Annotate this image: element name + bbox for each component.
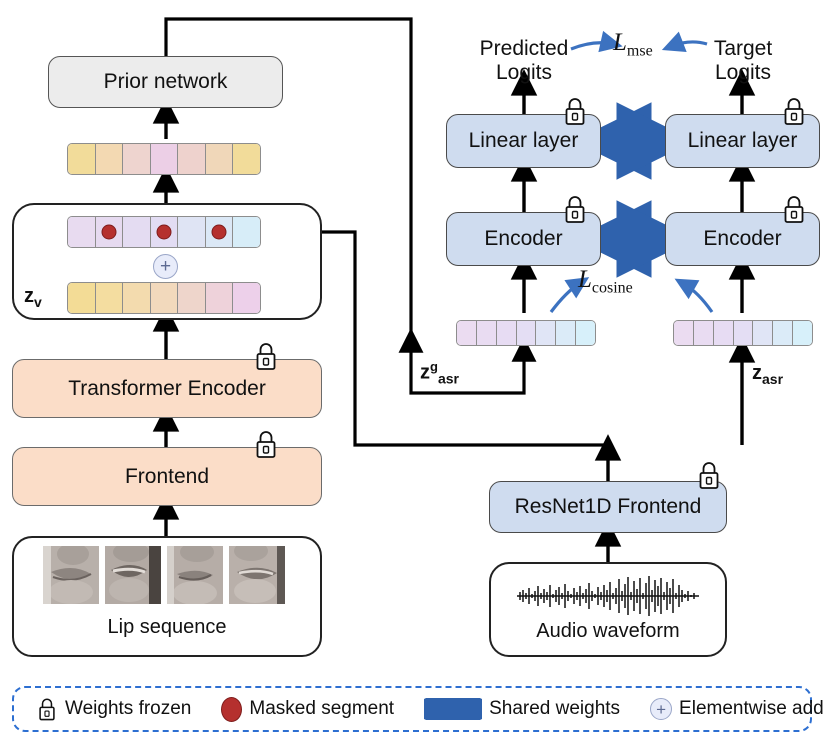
legend-label: Shared weights <box>489 698 621 719</box>
token-cell <box>150 144 179 174</box>
legend-label: Elementwise add <box>679 698 824 719</box>
resnet1d-frontend-label: ResNet1D Frontend <box>514 495 702 519</box>
mse-loss-label: Lmse <box>613 29 653 60</box>
token-cell <box>733 321 754 345</box>
token-cell <box>68 144 96 174</box>
prior-input-token-strip <box>67 143 261 175</box>
masked-dot-icon <box>156 224 172 240</box>
legend-item-masked-segment: Masked segment <box>221 696 395 722</box>
resnet1d-frontend-box[interactable]: ResNet1D Frontend <box>489 481 727 533</box>
double-arrow-icon <box>424 698 483 720</box>
lock-icon <box>256 431 276 458</box>
zasr-g-label: zgasr <box>420 359 459 387</box>
token-cell <box>123 144 151 174</box>
lip-frame <box>105 546 161 604</box>
token-cell <box>496 321 517 345</box>
token-cell-masked <box>95 217 124 247</box>
student-linear-layer-label: Linear layer <box>468 129 579 153</box>
token-cell <box>793 321 812 345</box>
lip-frame <box>229 546 285 604</box>
token-cell <box>233 217 260 247</box>
zasr-label: zasr <box>752 362 784 387</box>
lip-frame <box>167 546 223 604</box>
token-cell <box>516 321 537 345</box>
token-cell <box>178 144 206 174</box>
token-cell <box>576 321 595 345</box>
plus-circle-icon: + <box>650 698 673 720</box>
transformer-encoder-label: Transformer Encoder <box>68 376 266 400</box>
token-cell-masked <box>150 217 179 247</box>
elementwise-add-icon: + <box>153 254 178 279</box>
audio-waveform-icon <box>517 576 699 616</box>
token-cell <box>693 321 714 345</box>
legend-item-elementwise-add: + Elementwise add <box>650 698 824 720</box>
masked-dot-icon <box>101 224 117 240</box>
legend-item-weights-frozen: Weights frozen <box>36 696 191 722</box>
token-cell <box>95 144 124 174</box>
token-cell-masked <box>205 217 234 247</box>
token-cell <box>753 321 774 345</box>
token-cell <box>233 144 260 174</box>
token-cell <box>205 144 234 174</box>
token-cell <box>205 283 234 313</box>
lock-icon <box>565 98 585 125</box>
token-cell <box>178 217 206 247</box>
token-cell <box>123 217 151 247</box>
token-cell <box>457 321 477 345</box>
token-cell <box>233 283 260 313</box>
lock-icon <box>784 196 804 223</box>
student-encoder-box[interactable]: Encoder <box>446 212 601 266</box>
masked-dot-icon <box>211 224 227 240</box>
visual-latent-strip <box>67 282 261 314</box>
predicted-logits-label: Predicted Logits <box>479 36 569 84</box>
lock-icon <box>39 698 55 721</box>
token-cell <box>476 321 497 345</box>
legend-label: Weights frozen <box>65 698 192 719</box>
audio-waveform-card <box>489 562 727 657</box>
lock-icon <box>565 196 585 223</box>
token-cell <box>674 321 694 345</box>
token-cell <box>123 283 151 313</box>
token-cell <box>150 283 179 313</box>
token-cell <box>68 217 96 247</box>
zasr-token-strip <box>673 320 813 346</box>
masked-token-strip <box>67 216 261 248</box>
token-cell <box>556 321 577 345</box>
cosine-loss-label: Lcosine <box>578 266 633 297</box>
frontend-label: Frontend <box>124 464 210 488</box>
teacher-linear-layer-label: Linear layer <box>687 129 798 153</box>
legend-panel: Weights frozen Masked segment Shared wei… <box>12 686 824 732</box>
zv-label: zv <box>24 285 42 310</box>
target-logits-label: Target Logits <box>713 36 773 84</box>
prior-network-label: Prior network <box>103 70 228 94</box>
lock-icon <box>256 343 276 370</box>
student-encoder-label: Encoder <box>484 227 563 251</box>
token-cell <box>178 283 206 313</box>
masked-dot-icon <box>221 696 243 722</box>
lip-frame <box>43 546 99 604</box>
token-cell <box>773 321 794 345</box>
legend-label: Masked segment <box>249 698 395 719</box>
teacher-encoder-label: Encoder <box>703 227 782 251</box>
lip-sequence-caption: Lip sequence <box>107 616 227 638</box>
lip-frames <box>43 546 285 604</box>
prior-network-box[interactable]: Prior network <box>48 56 283 108</box>
token-cell <box>95 283 124 313</box>
lock-icon <box>699 462 719 489</box>
legend-item-shared-weights: Shared weights <box>424 698 620 720</box>
audio-waveform-caption: Audio waveform <box>536 620 680 642</box>
token-cell <box>536 321 557 345</box>
lock-icon <box>784 98 804 125</box>
zasr-g-token-strip <box>456 320 596 346</box>
token-cell <box>713 321 734 345</box>
token-cell <box>68 283 96 313</box>
